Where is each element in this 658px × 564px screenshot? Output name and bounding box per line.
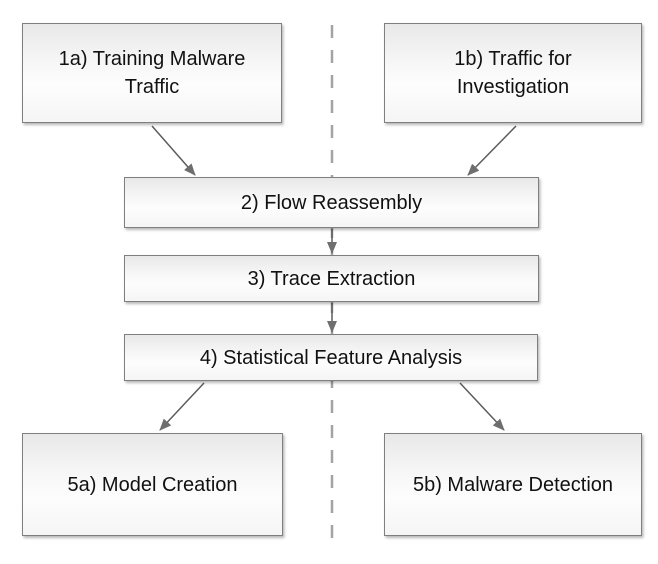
node-trace-extraction: 3) Trace Extraction [124, 255, 539, 302]
node-traffic-for-investigation: 1b) Traffic for Investigation [384, 23, 642, 123]
node-flow-reassembly: 2) Flow Reassembly [124, 177, 539, 228]
arrow-1b-to-2 [467, 125, 517, 176]
arrow-1a-to-2 [151, 125, 196, 176]
node-model-creation: 5a) Model Creation [22, 433, 283, 536]
arrow-4-to-5a [159, 382, 205, 431]
node-training-malware-traffic: 1a) Training Malware Traffic [22, 23, 282, 123]
node-malware-detection: 5b) Malware Detection [384, 433, 642, 536]
node-statistical-feature-analysis: 4) Statistical Feature Analysis [124, 334, 538, 381]
arrow-4-to-5b [459, 382, 505, 431]
